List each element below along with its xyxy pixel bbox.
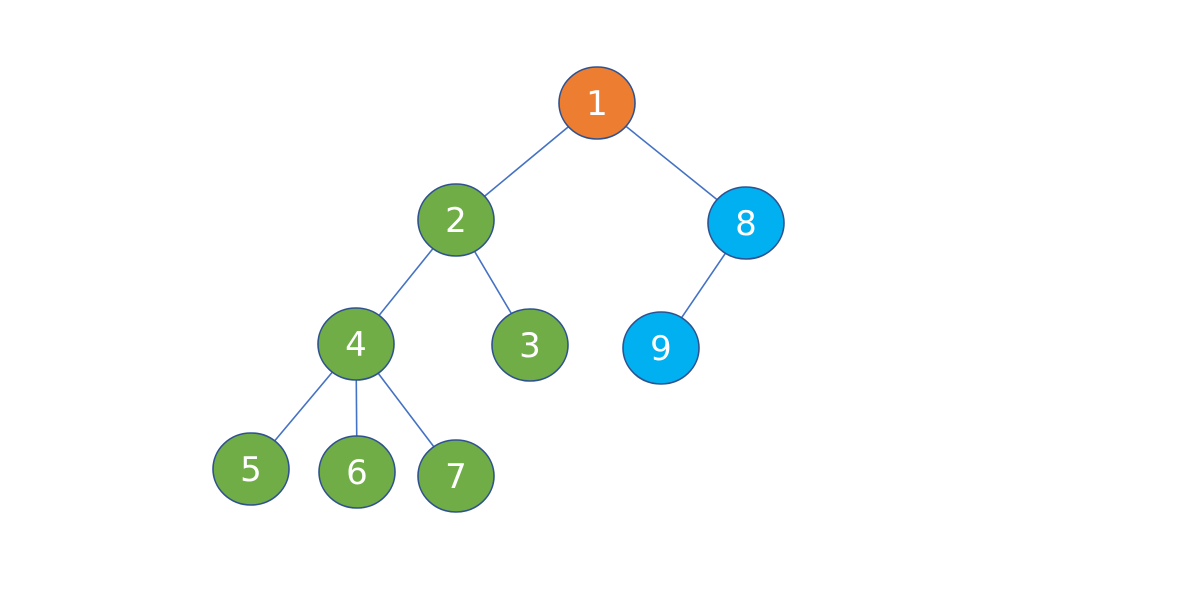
node-label: 7 [445,457,467,497]
node-label: 6 [346,453,368,493]
edge-n2-n3 [473,250,513,315]
tree-node-7: 7 [417,439,495,513]
node-circle [707,186,785,260]
tree-node-2: 2 [417,183,495,257]
node-circle [558,66,636,140]
tree-node-6: 6 [318,435,396,509]
node-label: 2 [445,201,467,241]
node-circle [318,435,396,509]
node-circle [317,307,395,381]
node-label: 8 [735,204,757,244]
tree-node-5: 5 [212,432,290,506]
edges-layer [274,125,727,448]
tree-node-8: 8 [707,186,785,260]
node-label: 4 [345,325,367,365]
edge-n1-n8 [625,125,718,201]
tree-node-4: 4 [317,307,395,381]
edge-n4-n5 [274,371,333,442]
tree-node-9: 9 [622,311,700,385]
node-circle [622,311,700,385]
node-circle [417,183,495,257]
node-label: 1 [586,84,608,124]
edge-n2-n4 [378,248,434,316]
node-label: 5 [240,450,262,490]
tree-node-1: 1 [558,66,636,140]
node-label: 9 [650,329,672,369]
tree-node-3: 3 [491,308,569,382]
edge-n4-n7 [377,372,435,448]
edge-n8-n9 [680,252,727,319]
node-label: 3 [519,326,541,366]
node-circle [212,432,290,506]
node-circle [491,308,569,382]
node-circle [417,439,495,513]
edge-n1-n2 [484,126,569,197]
